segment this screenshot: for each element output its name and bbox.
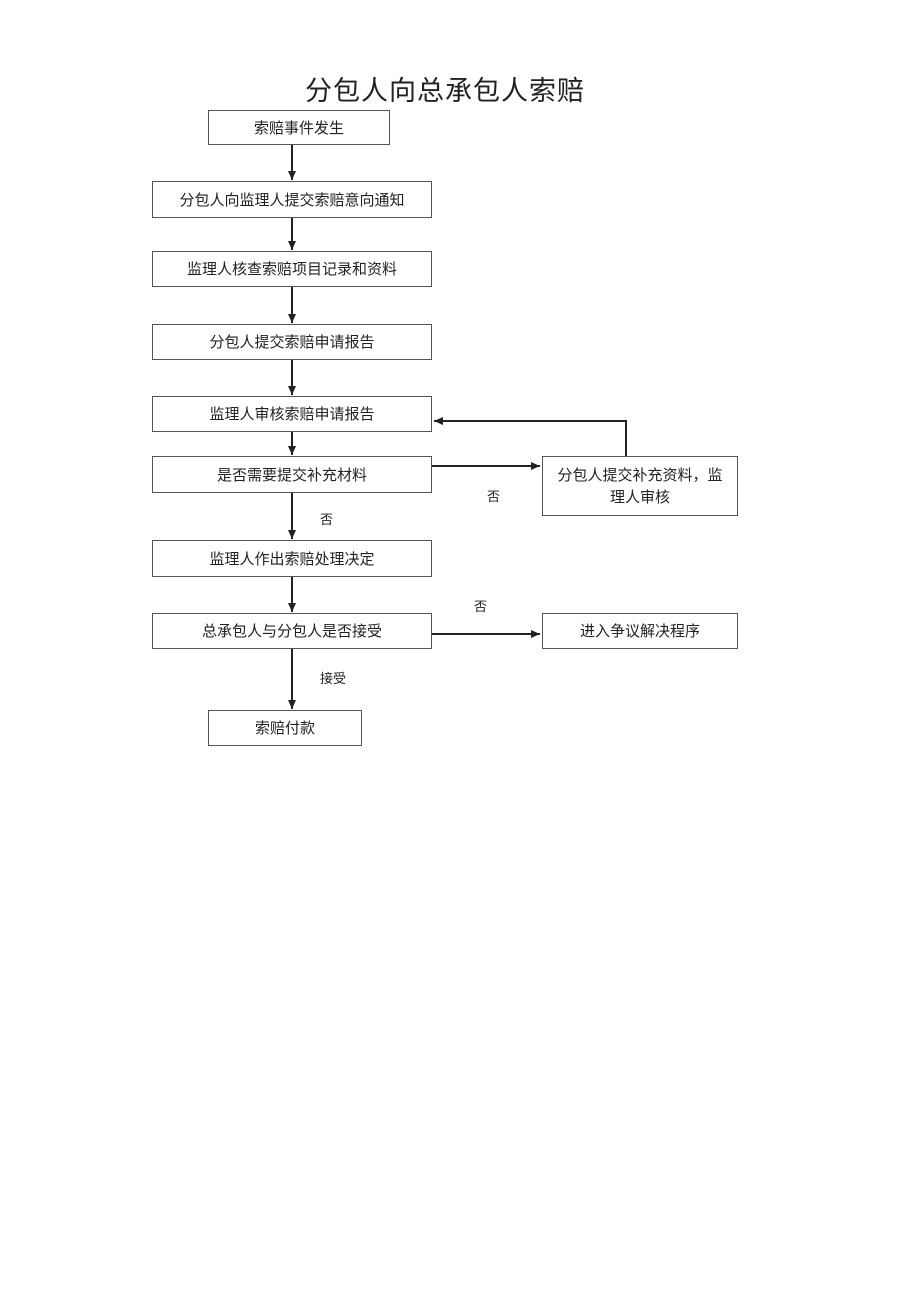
- step-supplement-materials: 分包人提交补充资料，监 理人审核: [542, 456, 738, 516]
- step-claim-intent-notice-label: 分包人向监理人提交索赔意向通知: [179, 190, 405, 209]
- step-dispute-resolution-label: 进入争议解决程序: [579, 622, 700, 640]
- step-supervisor-verify-label: 监理人核查索赔项目记录和资料: [186, 260, 397, 278]
- step-dispute-resolution: 进入争议解决程序: [542, 613, 738, 649]
- edge-label-supplement-no: 否: [487, 490, 501, 505]
- edge-label-accept-no: 否: [474, 600, 488, 615]
- step-claim-event-label: 索赔事件发生: [253, 118, 344, 137]
- step-accept-decision: 总承包人与分包人是否接受: [152, 613, 432, 649]
- step-supervisor-verify: 监理人核查索赔项目记录和资料: [152, 251, 432, 287]
- arrow-supplement-s5: [434, 417, 627, 458]
- step-claim-payment-label: 索赔付款: [254, 719, 315, 737]
- step-claim-event: 索赔事件发生: [208, 110, 390, 145]
- step-claim-decision-label: 监理人作出索赔处理决定: [209, 549, 375, 568]
- step-supplement-line2: 理人审核: [609, 488, 670, 506]
- edge-label-accept-yes: 接受: [320, 672, 347, 687]
- page-title: 分包人向总承包人索赔: [305, 76, 585, 107]
- step-claim-payment: 索赔付款: [208, 710, 362, 746]
- step-need-supplement-label: 是否需要提交补充材料: [216, 465, 367, 484]
- step-claim-intent-notice: 分包人向监理人提交索赔意向通知: [152, 181, 432, 218]
- step-submit-report-label: 分包人提交索赔申请报告: [209, 333, 375, 351]
- step-accept-decision-label: 总承包人与分包人是否接受: [201, 622, 382, 640]
- edge-label-decision-no: 否: [320, 513, 334, 528]
- step-supplement-line1: 分包人提交补充资料，监: [557, 466, 723, 484]
- step-claim-decision: 监理人作出索赔处理决定: [152, 540, 432, 577]
- step-review-report: 监理人审核索赔申请报告: [152, 396, 432, 432]
- step-need-supplement: 是否需要提交补充材料: [152, 456, 432, 493]
- step-review-report-label: 监理人审核索赔申请报告: [209, 405, 375, 423]
- step-submit-report: 分包人提交索赔申请报告: [152, 324, 432, 360]
